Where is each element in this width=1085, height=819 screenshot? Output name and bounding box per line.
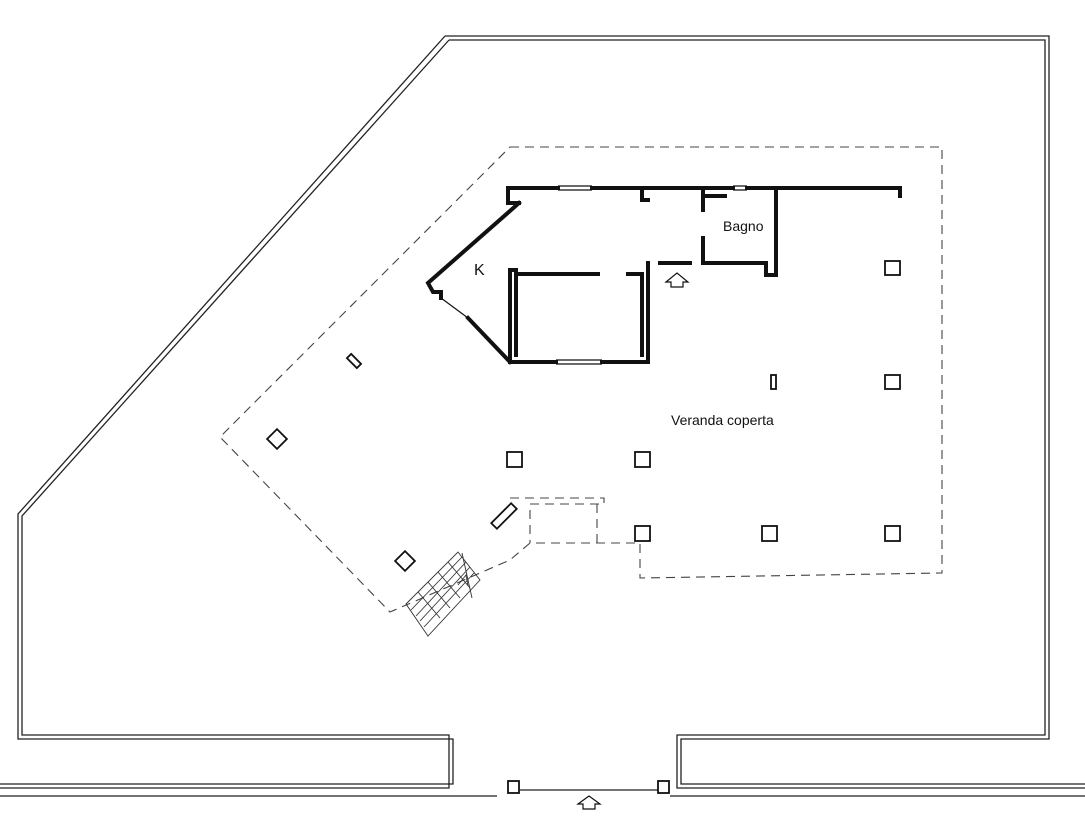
pillar — [761, 525, 778, 542]
up-arrow-icon — [664, 272, 690, 288]
veranda-outline — [219, 146, 943, 613]
pillars — [265, 260, 901, 573]
pillar — [506, 451, 523, 468]
pillar — [884, 525, 901, 542]
veranda-label: Veranda coperta — [671, 412, 774, 428]
pillar — [265, 427, 289, 451]
pillar — [345, 352, 363, 370]
pillar — [634, 525, 651, 542]
up-arrow-icon — [576, 795, 602, 810]
gate-post-right — [657, 780, 670, 794]
pillar — [884, 374, 901, 390]
pillar — [634, 451, 651, 468]
property-boundary — [0, 35, 1085, 797]
building-walls — [425, 185, 902, 365]
pillar — [770, 374, 777, 390]
gate-post-left — [507, 780, 520, 794]
kitchen-label: K — [474, 262, 485, 279]
pillar — [884, 260, 901, 276]
bathroom-label: Bagno — [723, 218, 764, 234]
staircase — [405, 551, 481, 637]
pillar — [393, 549, 417, 573]
pillar — [489, 501, 519, 531]
